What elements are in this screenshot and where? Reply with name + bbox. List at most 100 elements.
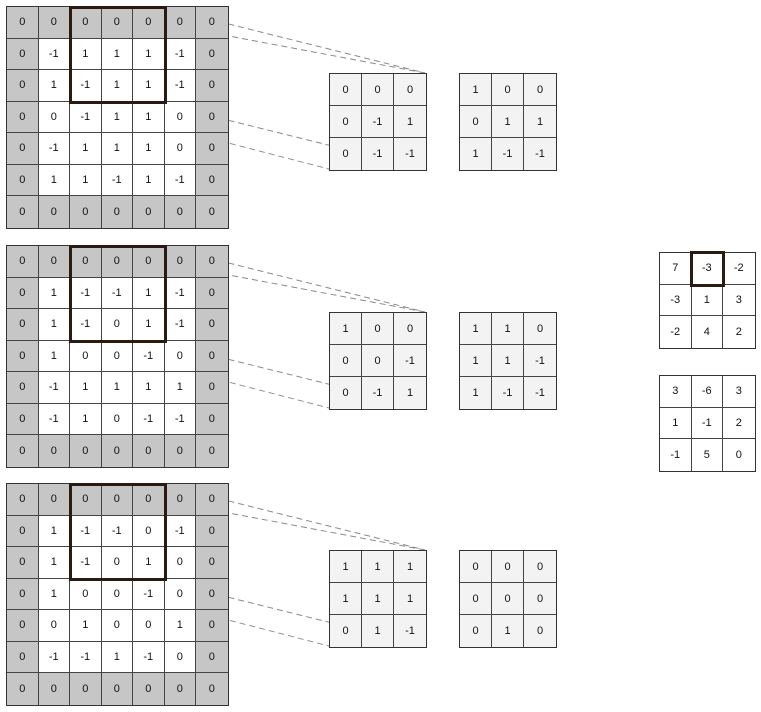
matrix-cell: 0 <box>196 309 228 341</box>
matrix-cell: -1 <box>164 403 196 435</box>
matrix-cell: 1 <box>394 106 426 138</box>
matrix-cell: 4 <box>691 316 723 348</box>
matrix-cell: 0 <box>362 74 394 106</box>
matrix-cell: 0 <box>7 403 39 435</box>
matrix-cell: -1 <box>70 309 102 341</box>
matrix-cell: 7 <box>660 253 692 285</box>
matrix-cell: 0 <box>196 610 228 642</box>
matrix-cell: -1 <box>70 515 102 547</box>
matrix-cell: 1 <box>164 372 196 404</box>
matrix-cell: -1 <box>133 340 165 372</box>
matrix-cell: 2 <box>723 316 755 348</box>
matrix-cell: 0 <box>101 435 133 467</box>
matrix-cell: 1 <box>133 133 165 165</box>
matrix-cell: 0 <box>101 403 133 435</box>
matrix-cell: 0 <box>196 164 228 196</box>
matrix-cell: 0 <box>524 551 556 583</box>
matrix-cell: 0 <box>492 551 524 583</box>
matrix-cell: 0 <box>101 547 133 579</box>
matrix-cell: 0 <box>7 435 39 467</box>
matrix-cell: 0 <box>330 74 362 106</box>
matrix-cell: 0 <box>164 578 196 610</box>
matrix-cell: 0 <box>164 484 196 516</box>
matrix-cell: 0 <box>133 484 165 516</box>
matrix-cell: 0 <box>133 610 165 642</box>
matrix-cell: 0 <box>7 164 39 196</box>
matrix-cell: -1 <box>394 345 426 377</box>
matrix-cell: 0 <box>38 484 70 516</box>
matrix-cell: 1 <box>362 551 394 583</box>
matrix-cell: 0 <box>196 578 228 610</box>
matrix-cell: 1 <box>330 583 362 615</box>
matrix-cell: 1 <box>101 133 133 165</box>
matrix-cell: 1 <box>460 345 492 377</box>
matrix-cell: 0 <box>70 673 102 705</box>
matrix-cell: 0 <box>164 435 196 467</box>
matrix-cell: 1 <box>70 133 102 165</box>
matrix-cell: 1 <box>38 277 70 309</box>
matrix-cell: 1 <box>133 372 165 404</box>
matrix-cell: 0 <box>524 74 556 106</box>
matrix-cell: 0 <box>196 372 228 404</box>
matrix-cell: -1 <box>691 407 723 439</box>
matrix-cell: 1 <box>38 70 70 102</box>
matrix-cell: 1 <box>133 38 165 70</box>
matrix-cell: 0 <box>723 439 755 471</box>
matrix-cell: 0 <box>524 583 556 615</box>
matrix-cell: 0 <box>70 7 102 39</box>
matrix-cell: 0 <box>460 106 492 138</box>
matrix-cell: 0 <box>38 610 70 642</box>
matrix-cell: 1 <box>133 101 165 133</box>
matrix-cell: 0 <box>101 673 133 705</box>
matrix-cell: 0 <box>7 70 39 102</box>
matrix-cell: 1 <box>101 70 133 102</box>
matrix-cell: 1 <box>394 551 426 583</box>
matrix-cell: 0 <box>133 435 165 467</box>
matrix-cell: 1 <box>330 313 362 345</box>
matrix-cell: 1 <box>394 377 426 409</box>
matrix-cell: 0 <box>7 340 39 372</box>
matrix-cell: -1 <box>164 70 196 102</box>
matrix-cell: -1 <box>492 138 524 170</box>
matrix-cell: -1 <box>38 372 70 404</box>
matrix-cell: 1 <box>524 106 556 138</box>
matrix-cell: 1 <box>70 38 102 70</box>
matrix-cell: 0 <box>7 610 39 642</box>
matrix-cell: 0 <box>101 196 133 228</box>
matrix-cell: 0 <box>492 583 524 615</box>
matrix-cell: -1 <box>524 138 556 170</box>
matrix-cell: 1 <box>362 583 394 615</box>
matrix-cell: 3 <box>660 376 692 408</box>
matrix-cell: 0 <box>196 70 228 102</box>
matrix-cell: 0 <box>38 196 70 228</box>
matrix-cell: 0 <box>133 673 165 705</box>
matrix-cell: 1 <box>38 164 70 196</box>
matrix-cell: 1 <box>492 313 524 345</box>
matrix-cell: 0 <box>38 7 70 39</box>
matrix-cell: 1 <box>460 313 492 345</box>
matrix-cell: 0 <box>196 484 228 516</box>
matrix-cell: 1 <box>70 372 102 404</box>
matrix-cell: 1 <box>164 610 196 642</box>
matrix-cell: -1 <box>164 277 196 309</box>
matrix-cell: 1 <box>133 164 165 196</box>
matrix-cell: 0 <box>164 673 196 705</box>
matrix-cell: 1 <box>460 138 492 170</box>
matrix-cell: 0 <box>38 435 70 467</box>
matrix-cell: 0 <box>164 246 196 278</box>
matrix-cell: 0 <box>7 101 39 133</box>
matrix-cell: 0 <box>70 196 102 228</box>
matrix-cell: -1 <box>101 515 133 547</box>
matrix-cell: -1 <box>492 377 524 409</box>
matrix-cell: -1 <box>164 515 196 547</box>
matrix-cell: -1 <box>133 641 165 673</box>
matrix-cell: 1 <box>133 547 165 579</box>
matrix-cell: -1 <box>38 133 70 165</box>
matrix-cell: 3 <box>723 376 755 408</box>
matrix-cell: -1 <box>38 641 70 673</box>
matrix-cell: 1 <box>70 610 102 642</box>
